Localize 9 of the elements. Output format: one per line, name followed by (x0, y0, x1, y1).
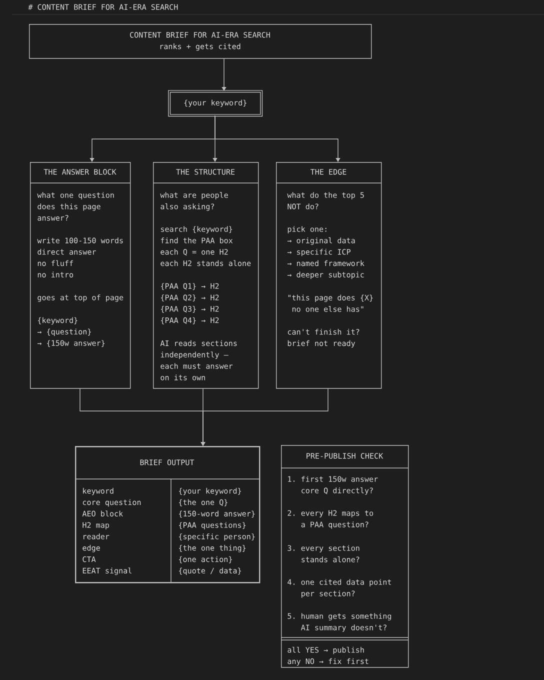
column-box (276, 162, 382, 389)
title-box (29, 24, 372, 59)
arrow (222, 58, 226, 91)
column-box (30, 162, 131, 389)
column-box (152, 162, 259, 389)
arrow (200, 388, 328, 446)
checklist-box (280, 445, 409, 668)
arrow (214, 115, 340, 162)
output-table (74, 446, 260, 584)
